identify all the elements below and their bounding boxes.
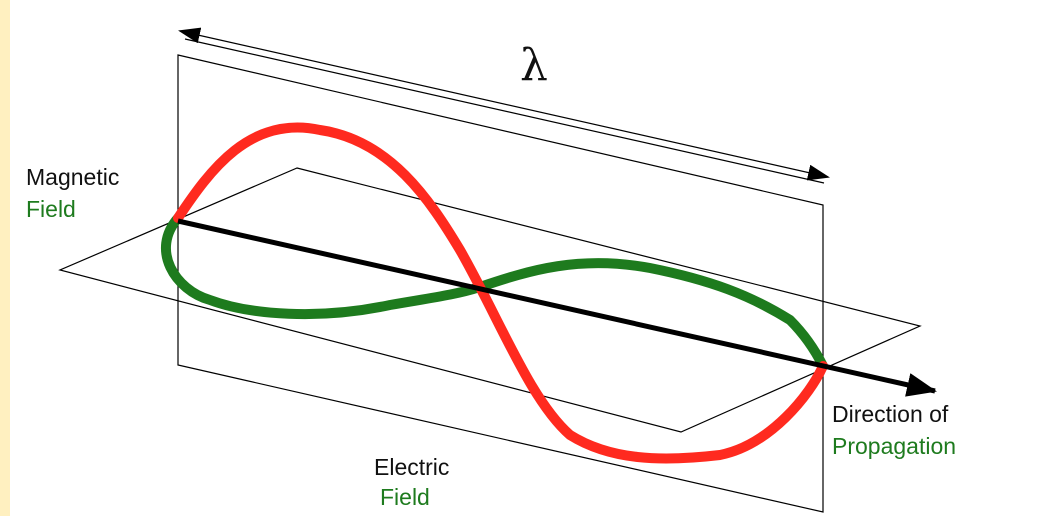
magnetic-plane	[58, 167, 922, 433]
wavelength-arrow-top	[178, 27, 830, 181]
magnetic-label-line2: Field	[26, 196, 76, 222]
wavelength-arrow-bottom	[184, 38, 825, 184]
electric-wave	[173, 122, 828, 464]
direction-label-line1: Direction of	[832, 401, 949, 427]
propagation-axis	[177, 218, 937, 397]
electric-label-line2: Field	[380, 484, 430, 510]
left-margin-strip	[0, 0, 10, 516]
direction-label-line2: Propagation	[832, 433, 956, 459]
magnetic-label-line1: Magnetic	[26, 164, 119, 190]
electric-label-line1: Electric	[374, 454, 449, 480]
wavelength-symbol: λ	[520, 40, 548, 91]
